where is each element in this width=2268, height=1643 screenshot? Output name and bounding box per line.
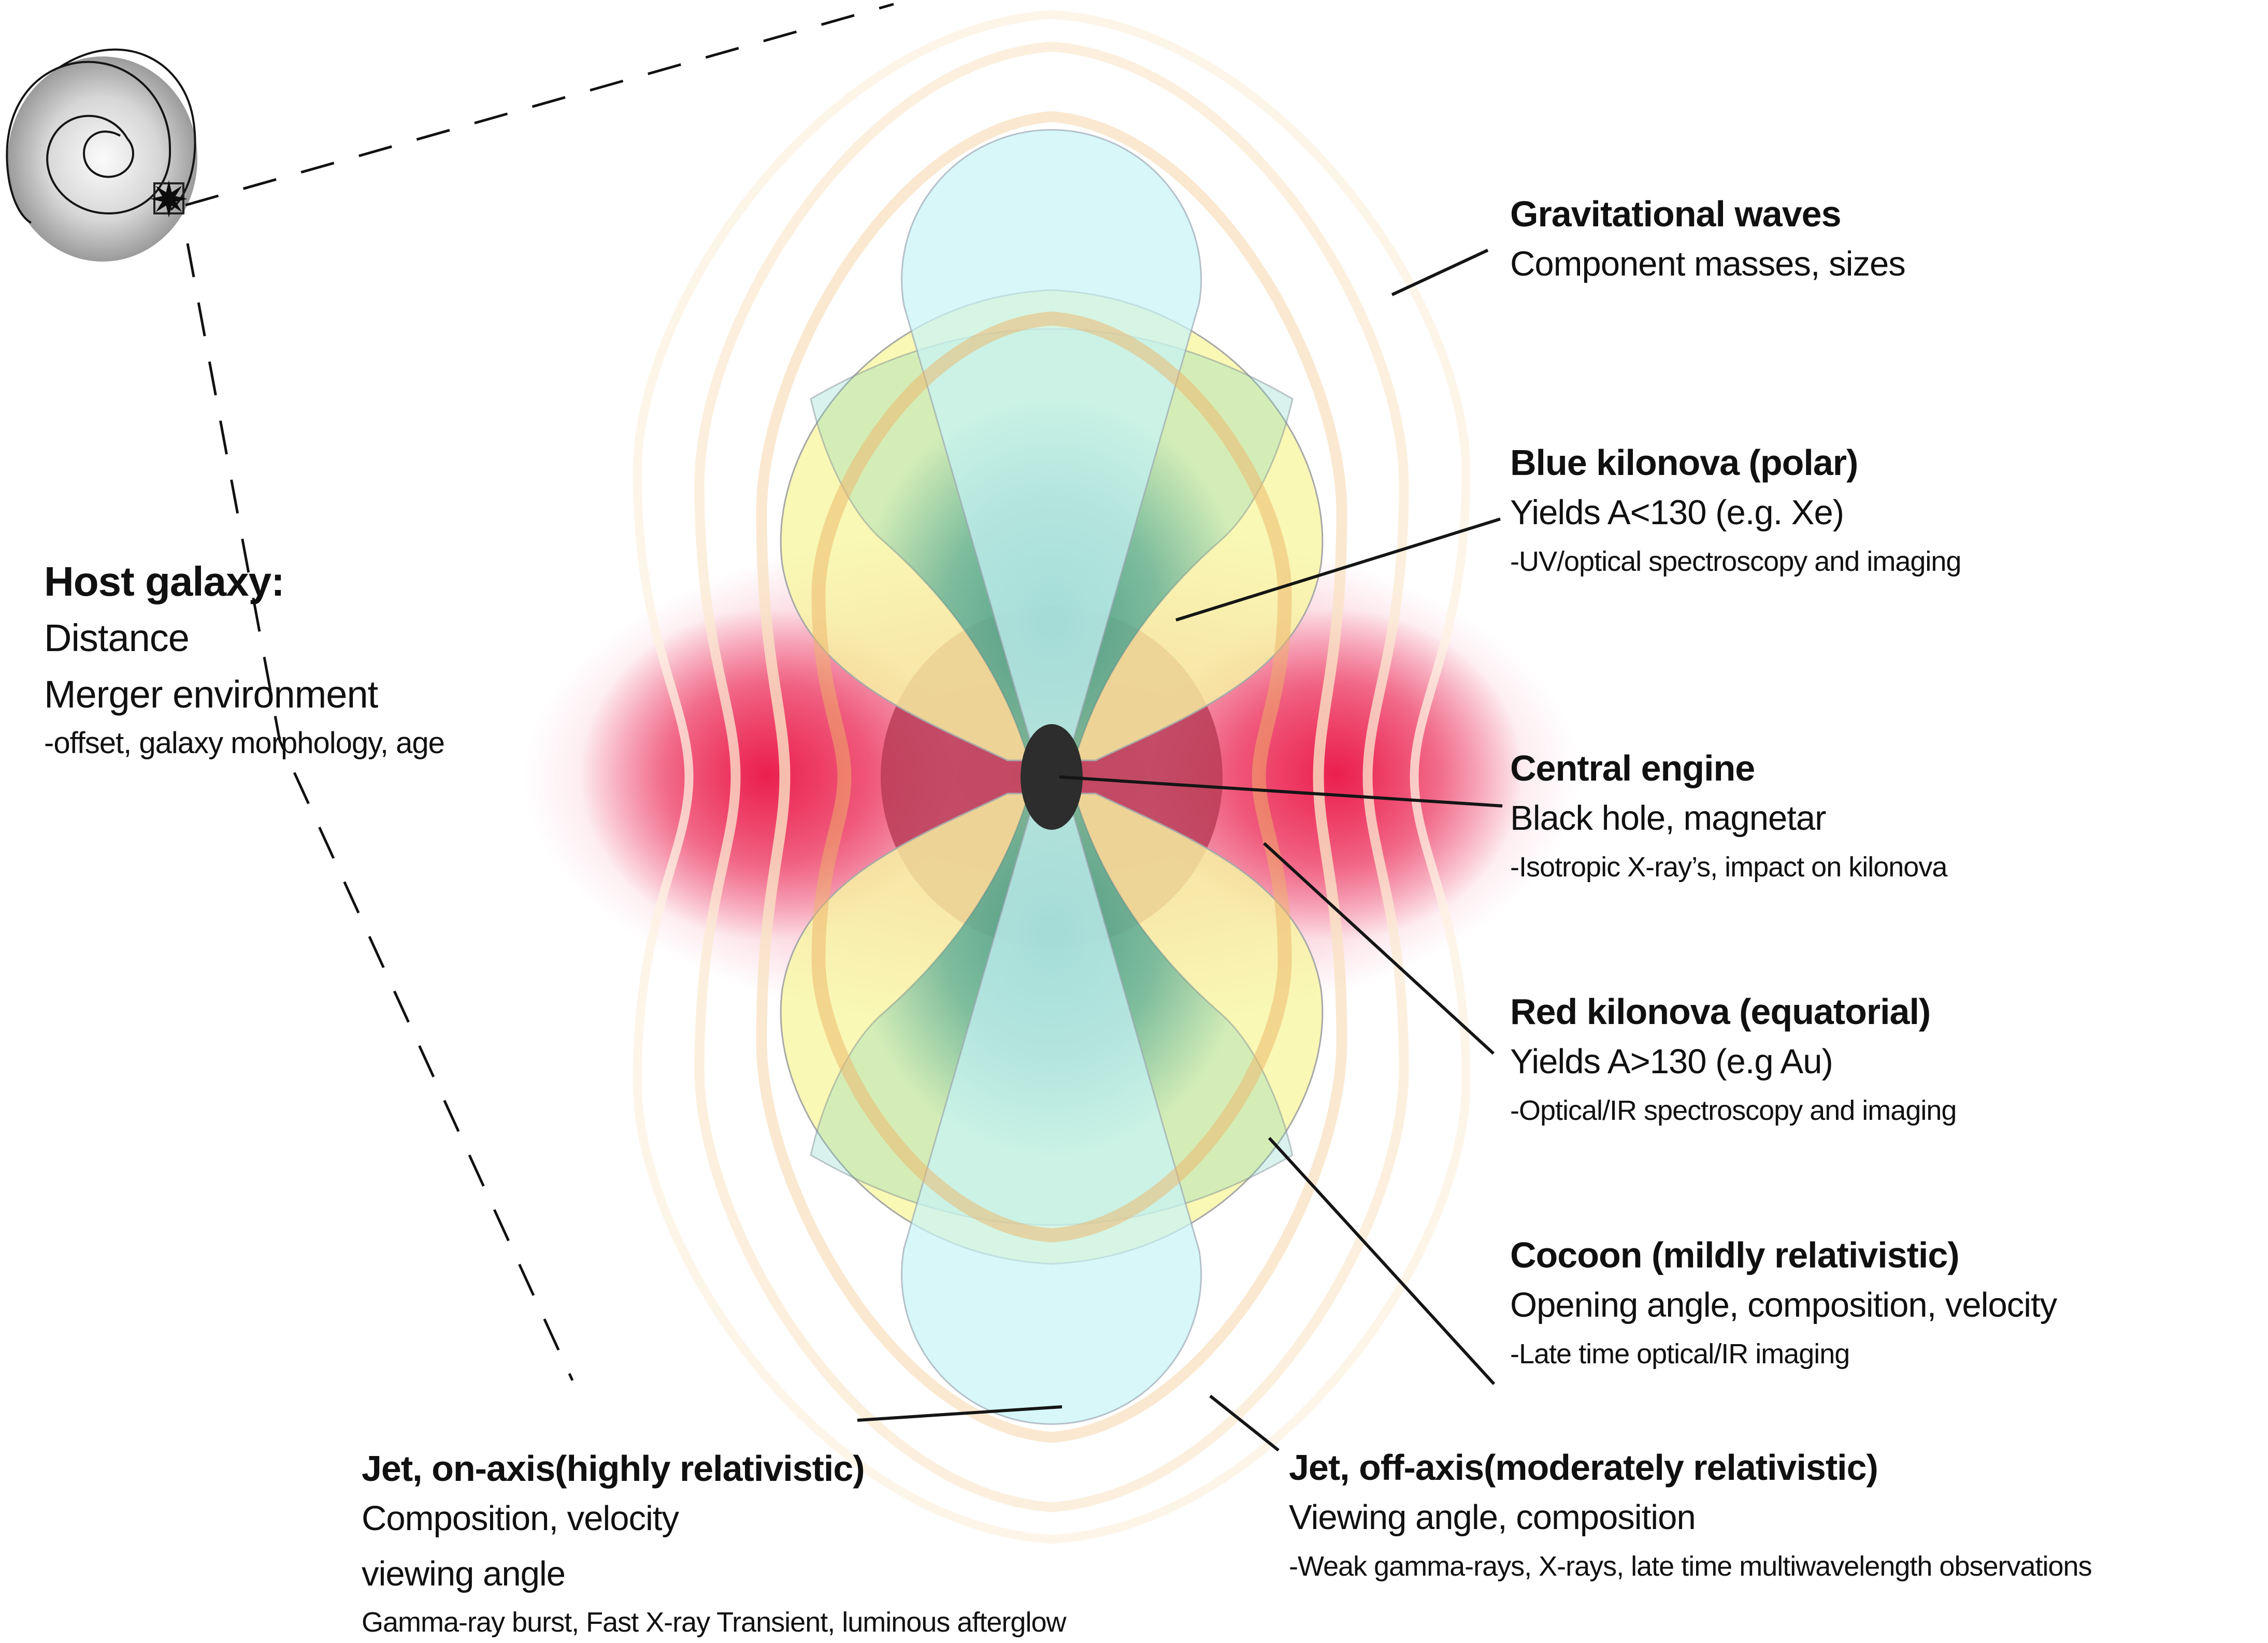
zoom-dashed-guides	[185, 3, 894, 1381]
leader-jet-on-axis	[857, 1405, 1063, 1422]
jet-on-axis-small: Gamma-ray burst, Fast X-ray Transient, l…	[362, 1607, 1066, 1638]
central-engine-small: -Isotropic X-ray’s, impact on kilonova	[1510, 851, 1947, 883]
annotation-leader-lines	[857, 249, 1503, 1452]
red-kilonova-small: -Optical/IR spectroscopy and imaging	[1510, 1094, 1957, 1126]
host-galaxy-label: Host galaxy: Distance Merger environment…	[44, 558, 445, 760]
jet-on-axis-title: Jet, on-axis(highly relativistic)	[362, 1448, 865, 1489]
host-galaxy-small: -offset, galaxy morphology, age	[44, 726, 445, 760]
jet-on-axis-line1: Composition, velocity	[362, 1499, 679, 1538]
red-kilonova-line1: Yields A>130 (e.g Au)	[1510, 1042, 1833, 1082]
central-engine-line1: Black hole, magnetar	[1510, 799, 1826, 838]
leader-jet-off-axis	[1209, 1394, 1280, 1452]
gw-ring-second	[756, 111, 1347, 1443]
jet-off-axis-label: Jet, off-axis(moderately relativistic) V…	[1289, 1449, 2092, 1581]
central-engine-dot	[1021, 724, 1083, 830]
jet-on-axis-label: Jet, on-axis(highly relativistic) Compos…	[362, 1450, 1066, 1637]
gravitational-waves-line1: Component masses, sizes	[1510, 244, 1906, 284]
dashed-guide-lower	[186, 243, 574, 1381]
cocoon-title: Cocoon (mildly relativistic)	[1510, 1235, 1960, 1275]
jet-cone-bottom	[901, 777, 1202, 1425]
galaxy-disk	[8, 56, 197, 262]
cocoon-label: Cocoon (mildly relativistic) Opening ang…	[1510, 1235, 2057, 1370]
gw-ring-tan	[811, 311, 1292, 1243]
blue-kilonova-title: Blue kilonova (polar)	[1510, 442, 1858, 483]
dashed-guide-upper	[185, 3, 894, 207]
blue-kilonova-label: Blue kilonova (polar) Yields A<130 (e.g.…	[1510, 444, 1961, 576]
leader-gravitational-waves	[1391, 249, 1489, 296]
jet-on-axis-line2: viewing angle	[362, 1554, 566, 1593]
central-engine-label: Central engine Black hole, magnetar -Iso…	[1510, 750, 1947, 882]
jet-off-axis-line1: Viewing angle, composition	[1289, 1498, 1696, 1537]
gravitational-waves-title: Gravitational waves	[1510, 194, 1842, 234]
jet-off-axis-small: -Weak gamma-rays, X-rays, late time mult…	[1289, 1550, 2092, 1582]
gw-ring-third	[694, 41, 1409, 1512]
gravitational-wave-rings	[633, 10, 1471, 1544]
red-kilonova-title: Red kilonova (equatorial)	[1510, 991, 1931, 1032]
galaxy-illustration	[6, 48, 197, 262]
jet-cones	[901, 129, 1202, 1425]
central-engine-title: Central engine	[1510, 748, 1755, 788]
blue-kilonova-small: -UV/optical spectroscopy and imaging	[1510, 545, 1961, 577]
cocoon-line1: Opening angle, composition, velocity	[1510, 1286, 2057, 1325]
jet-cone-top	[901, 129, 1202, 776]
leader-blue-kilonova	[1175, 517, 1501, 622]
cocoon-small: -Late time optical/IR imaging	[1510, 1338, 1850, 1370]
jet-off-axis-title: Jet, off-axis(moderately relativistic)	[1289, 1447, 1878, 1488]
leader-central-engine	[1059, 775, 1503, 808]
leader-cocoon	[1268, 1136, 1496, 1386]
host-galaxy-line2: Merger environment	[44, 673, 378, 716]
host-galaxy-line1: Distance	[44, 616, 190, 659]
red-kilonova-label: Red kilonova (equatorial) Yields A>130 (…	[1510, 991, 1957, 1126]
galaxy-spiral-arms	[6, 48, 196, 224]
gravitational-waves-label: Gravitational waves Component masses, si…	[1510, 194, 1906, 284]
leader-red-kilonova	[1262, 842, 1495, 1055]
star-burst-icon	[150, 180, 188, 218]
host-galaxy-title: Host galaxy:	[44, 558, 285, 604]
gw-ring-outer	[633, 10, 1471, 1544]
blue-kilonova-line1: Yields A<130 (e.g. Xe)	[1510, 493, 1844, 532]
